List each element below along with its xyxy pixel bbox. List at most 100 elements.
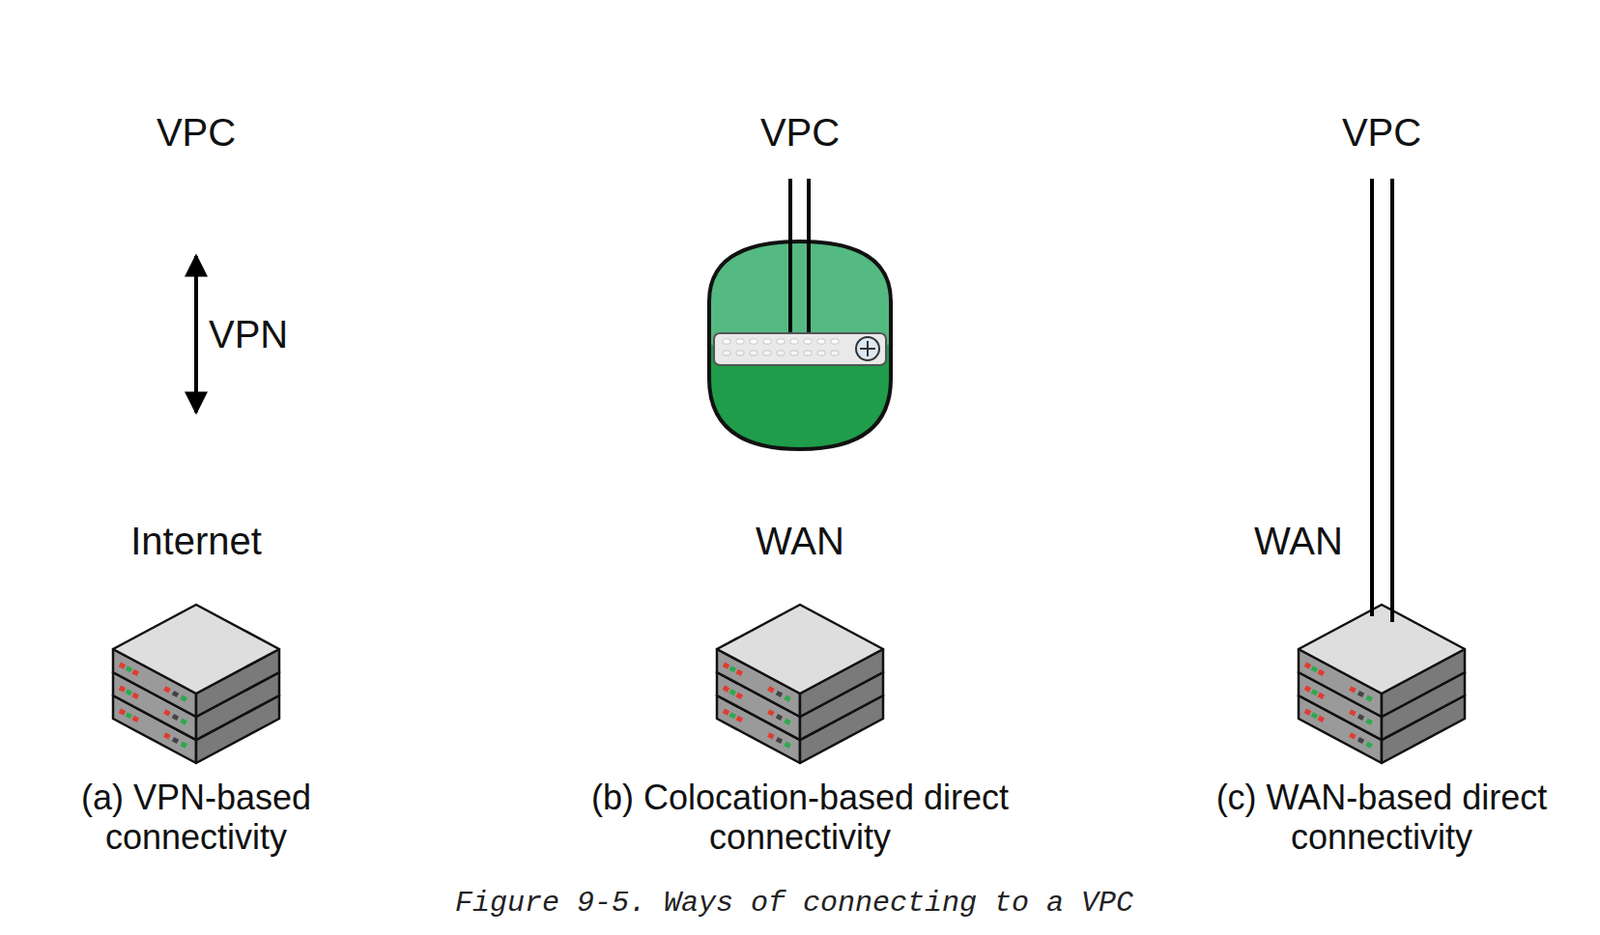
- figure-line: [1358, 715, 1364, 719]
- figure-line: [785, 720, 791, 724]
- figure-polygon: [113, 604, 280, 694]
- server-unit: [1298, 604, 1465, 717]
- cloud-label: VPC: [760, 111, 840, 154]
- figure-circle: [1236, 114, 1324, 198]
- figure-line: [1305, 711, 1311, 715]
- figure-line: [1358, 692, 1364, 696]
- figure-circle: [128, 72, 264, 202]
- figure-line: [1312, 714, 1317, 717]
- figure-circle: [855, 509, 948, 602]
- figure-rect: [749, 350, 758, 356]
- router-body: [709, 241, 891, 450]
- figure-line: [1367, 743, 1372, 747]
- figure-line: [1305, 664, 1311, 668]
- figure-circle: [848, 142, 926, 217]
- figure-line: [133, 717, 139, 721]
- router-ports: [722, 339, 839, 356]
- figure-rect: [776, 339, 785, 344]
- direct-line: [806, 178, 811, 334]
- figure-circle: [251, 509, 344, 602]
- figure-rect: [722, 339, 731, 344]
- figure-line: [776, 715, 782, 719]
- panel-caption: (a) VPN-based connectivity: [41, 777, 351, 858]
- figure-circle: [855, 101, 948, 191]
- figure-line: [737, 694, 743, 698]
- figure-circle: [655, 521, 743, 609]
- figure-line: [776, 739, 782, 743]
- figure-circle: [655, 114, 743, 198]
- figure-line: [1318, 717, 1324, 721]
- figure-g: [1236, 437, 1530, 643]
- vpn-arrow: [194, 256, 199, 413]
- direct-lines: [1371, 178, 1393, 623]
- figure-polygon: [716, 604, 884, 694]
- figure-line: [1367, 697, 1372, 701]
- figure-caption: Figure 9-5. Ways of connecting to a VPC: [455, 886, 1134, 920]
- figure-circle: [251, 101, 344, 191]
- figure-rect: [830, 350, 839, 356]
- server-stack: [1298, 604, 1465, 764]
- server-stacks: [113, 604, 1465, 764]
- figure-line: [1318, 671, 1324, 675]
- figure-circle: [51, 114, 139, 198]
- cloud-node: VPC: [1222, 26, 1542, 239]
- figure-line: [126, 690, 132, 694]
- direct-line: [1390, 178, 1395, 623]
- figure-line: [164, 735, 170, 739]
- cloud-label: VPC: [156, 111, 236, 154]
- figure-line: [172, 739, 178, 743]
- figure-rect: [722, 350, 731, 356]
- figure-rect: [817, 339, 826, 344]
- cloud-text-group: VPC: [156, 111, 236, 154]
- figure-rect: [803, 339, 812, 344]
- direct-line: [788, 178, 793, 334]
- figure-rect: [790, 339, 799, 344]
- panel-caption: (c) WAN-based direct connectivity: [1169, 777, 1595, 858]
- figure-line: [181, 697, 187, 701]
- figure-line: [172, 715, 178, 719]
- figure-circle: [244, 550, 322, 629]
- figure-rect: [736, 350, 744, 356]
- figure-g: [655, 437, 948, 643]
- figure-line: [768, 735, 773, 739]
- cloud-text-group: WAN: [1254, 519, 1343, 563]
- figure-line: [172, 692, 178, 696]
- server-unit: [716, 604, 884, 717]
- figure-line: [164, 712, 170, 715]
- figure-rect: [736, 339, 744, 344]
- figure-g: [1236, 33, 1530, 230]
- figure-line: [164, 688, 170, 692]
- server-stack: [113, 604, 280, 764]
- cloud-text-group: VPC: [1342, 111, 1422, 154]
- router-icon-cross: [859, 341, 876, 357]
- cloud-text-group: WAN: [755, 519, 845, 563]
- figure-circle: [1314, 72, 1450, 202]
- figure-rect: [830, 339, 839, 344]
- figure-circle: [1429, 142, 1508, 217]
- figure-line: [723, 664, 729, 668]
- figure-line: [730, 667, 736, 671]
- figure-line: [768, 688, 773, 692]
- figure-circle: [1391, 458, 1498, 566]
- cloud-text-group: VPC: [760, 111, 840, 154]
- figure-circle: [1436, 509, 1530, 602]
- router-symbol: [709, 178, 891, 450]
- server-unit: [113, 604, 280, 717]
- figure-line: [723, 711, 729, 715]
- figure-line: [119, 711, 125, 715]
- figure-circle: [1362, 536, 1469, 643]
- cloud-node: Internet: [36, 429, 356, 653]
- cloud-node: WAN: [1222, 429, 1542, 653]
- figure-polygon: [1298, 604, 1465, 694]
- figure-line: [785, 743, 791, 747]
- direct-line: [1370, 178, 1374, 617]
- figure-rect: [776, 350, 785, 356]
- figure-line: [1349, 688, 1355, 692]
- figure-circle: [1436, 101, 1530, 191]
- figure-line: [730, 690, 736, 694]
- router-panel: [714, 333, 886, 366]
- figure-line: [785, 697, 791, 701]
- cloud-label: Internet: [130, 519, 262, 563]
- figure-line: [1318, 694, 1324, 698]
- figure-line: [776, 692, 782, 696]
